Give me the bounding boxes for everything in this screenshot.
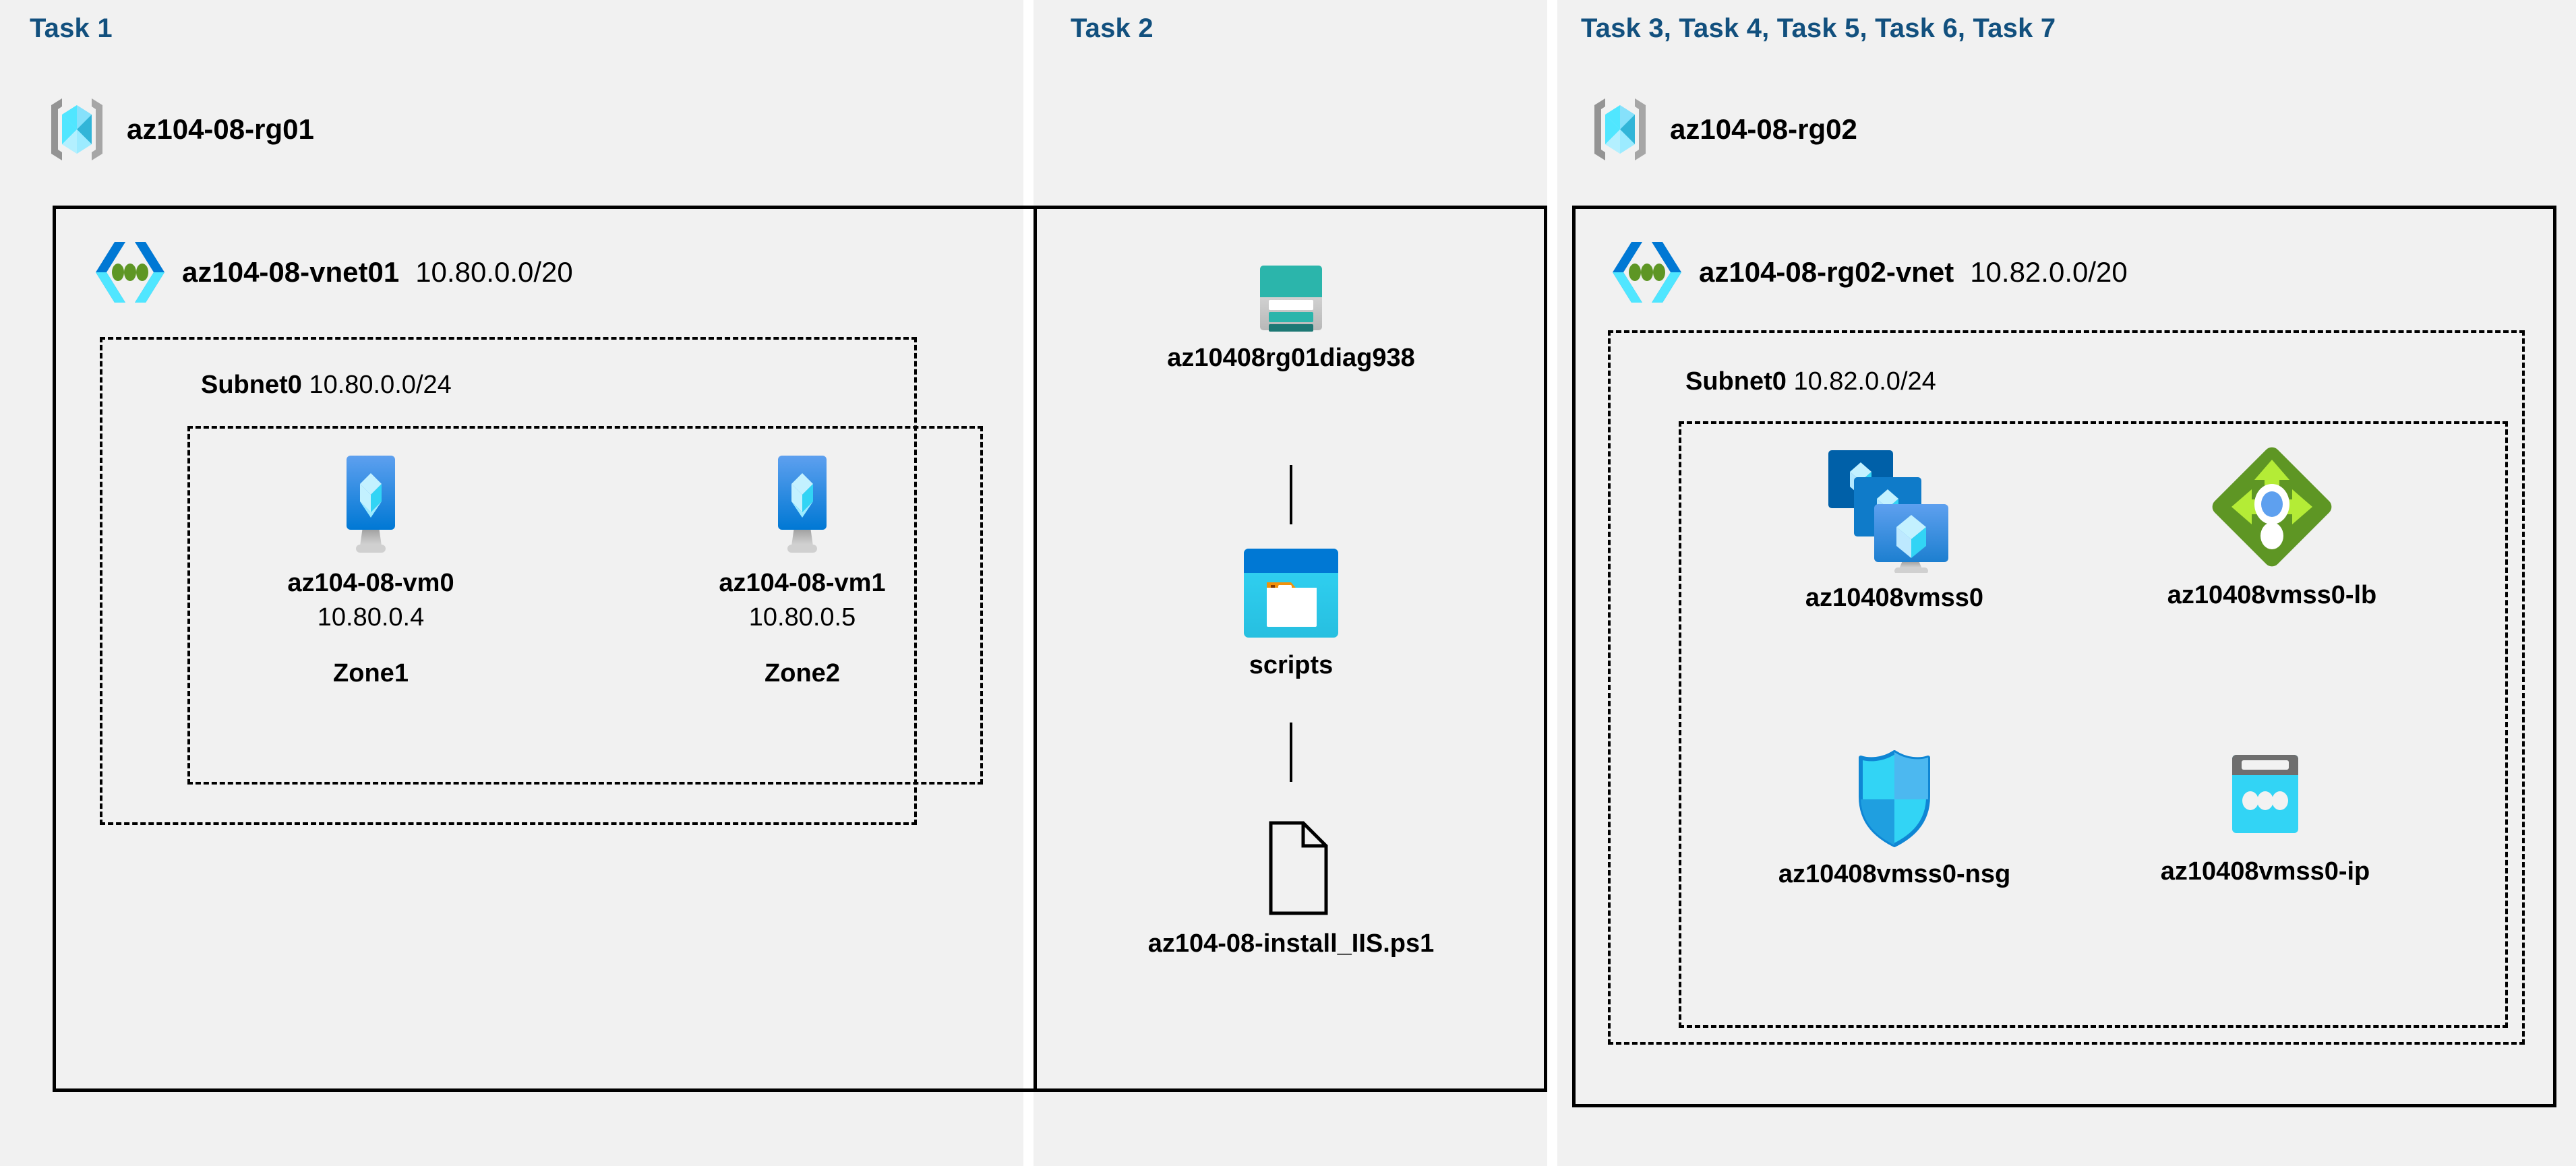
vm-scale-set-icon xyxy=(1827,445,1962,573)
file-document-icon xyxy=(1245,819,1337,919)
task1-subnet-box xyxy=(100,337,917,825)
task2-title: Task 2 xyxy=(1071,13,1154,43)
task3to7-title: Task 3, Task 4, Task 5, Task 6, Task 7 xyxy=(1581,13,2056,43)
task3to7-vnet-cidr: 10.82.0.0/20 xyxy=(1970,256,2128,288)
task3to7-subnet-label: Subnet0 10.82.0.0/24 xyxy=(1685,367,1936,396)
virtual-machine-icon xyxy=(328,453,414,558)
task1-resource-group: az104-08-rg01 xyxy=(44,94,314,164)
virtual-network-icon xyxy=(1611,239,1683,305)
load-balancer-icon xyxy=(2211,445,2333,570)
task3to7-public-ip-name: az10408vmss0-ip xyxy=(2160,857,2370,886)
task3to7-subnet-box xyxy=(1608,330,2525,1045)
task1-vm0-name: az104-08-vm0 xyxy=(287,569,454,597)
task1-vm1-zone: Zone2 xyxy=(765,659,840,687)
task3to7-vnet: az104-08-rg02-vnet 10.82.0.0/20 xyxy=(1611,239,2128,305)
resource-group-icon xyxy=(44,94,109,164)
network-security-group-icon xyxy=(1853,748,1936,849)
task3to7-load-balancer-name: az10408vmss0-lb xyxy=(2167,581,2377,609)
task3to7-nsg: az10408vmss0-nsg xyxy=(1753,748,2036,889)
connector-scripts-to-file xyxy=(1290,723,1292,782)
virtual-machine-icon xyxy=(759,453,845,558)
task2-file-name: az104-08-install_IIS.ps1 xyxy=(1147,929,1435,958)
task1-subnet-name: Subnet0 xyxy=(201,371,302,399)
task2-file: az104-08-install_IIS.ps1 xyxy=(1139,819,1443,958)
connector-storage-to-scripts xyxy=(1290,465,1292,524)
resource-group-icon xyxy=(1588,94,1652,164)
task1-vm1-ip: 10.80.0.5 xyxy=(748,603,856,632)
task3to7-load-balancer: az10408vmss0-lb xyxy=(2124,445,2420,610)
task1-subnet-label: Subnet0 10.80.0.0/24 xyxy=(201,371,452,400)
task1-vnet-name: az104-08-vnet01 xyxy=(182,256,400,288)
task3to7-vmss-name: az10408vmss0 xyxy=(1805,584,1984,612)
task1-title: Task 1 xyxy=(30,13,113,43)
task3to7-public-ip: az10408vmss0-ip xyxy=(2117,748,2414,886)
task3to7-resource-group-box xyxy=(1679,421,2508,1028)
task1-vm-group-box xyxy=(187,426,983,785)
task1-vm0: az104-08-vm0 10.80.0.4 Zone1 xyxy=(270,453,472,688)
task3to7-subnet-name: Subnet0 xyxy=(1685,367,1787,396)
task3to7-nsg-name: az10408vmss0-nsg xyxy=(1778,860,2011,888)
storage-account-icon xyxy=(1257,263,1325,333)
task3to7-vmss: az10408vmss0 xyxy=(1766,445,2023,613)
task2-blob-container-name: scripts xyxy=(1249,651,1334,679)
task2-storage-account: az10408rg01diag938 xyxy=(1139,263,1443,373)
task1-vnet: az104-08-vnet01 10.80.0.0/20 xyxy=(94,239,573,305)
task1-subnet-cidr: 10.80.0.0/24 xyxy=(309,371,452,399)
task2-container-box xyxy=(1034,206,1547,1092)
panel-task3to7 xyxy=(1557,0,2576,1166)
task1-vm1-name: az104-08-vm1 xyxy=(719,569,886,597)
virtual-network-icon xyxy=(94,239,166,305)
task1-resource-group-name: az104-08-rg01 xyxy=(127,113,314,145)
task1-vm1: az104-08-vm1 10.80.0.5 Zone2 xyxy=(701,453,903,688)
blob-container-icon xyxy=(1241,546,1341,640)
task3to7-vnet-name: az104-08-rg02-vnet xyxy=(1699,256,1954,288)
task1-vm0-ip: 10.80.0.4 xyxy=(317,603,425,632)
task1-vm0-zone: Zone1 xyxy=(333,659,409,687)
public-ip-address-icon xyxy=(2216,748,2314,847)
task3to7-subnet-cidr: 10.82.0.0/24 xyxy=(1793,367,1936,396)
task3to7-resource-group: az104-08-rg02 xyxy=(1588,94,1857,164)
task2-storage-account-name: az10408rg01diag938 xyxy=(1167,344,1415,372)
task2-blob-container: scripts xyxy=(1190,546,1392,680)
task3to7-vnet-box xyxy=(1572,206,2556,1107)
task1-vnet-cidr: 10.80.0.0/20 xyxy=(415,256,573,288)
task3to7-resource-group-name: az104-08-rg02 xyxy=(1670,113,1857,145)
panel-task1 xyxy=(0,0,1023,1166)
